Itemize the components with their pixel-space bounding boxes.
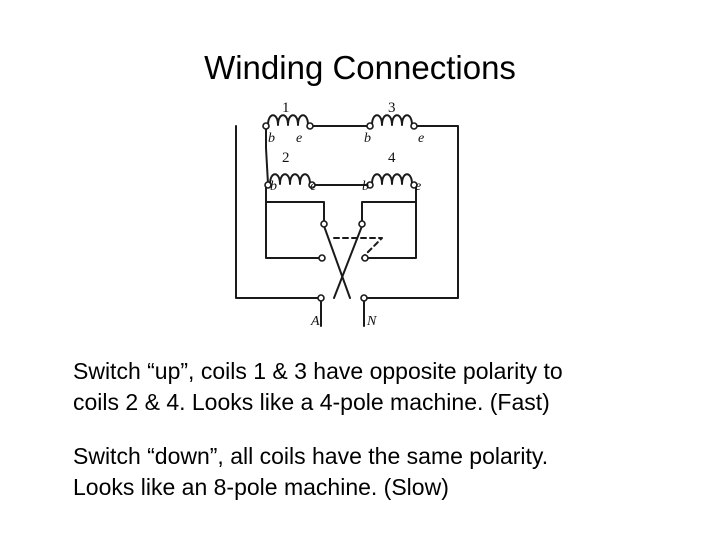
switch-contact-bottom-left bbox=[317, 294, 325, 302]
terminal-coil-1-b bbox=[262, 122, 270, 130]
coil-1-e-label: e bbox=[296, 131, 302, 146]
switch-up-line-2: coils 2 & 4. Looks like a 4-pole machine… bbox=[73, 389, 550, 415]
winding-schematic: 1 3 2 4 b e b e b e b e A N bbox=[235, 100, 459, 329]
coil-4-e-label: e bbox=[415, 179, 421, 194]
coil-1-winding bbox=[267, 114, 309, 126]
coil-2-e-label: e bbox=[310, 179, 316, 194]
slide-title: Winding Connections bbox=[204, 49, 516, 86]
terminal-coil-2-b bbox=[264, 181, 272, 189]
switch-down-description: Switch “down”, all coils have the same p… bbox=[73, 441, 703, 503]
terminal-coil-2-e bbox=[308, 181, 316, 189]
coil-1-b-label: b bbox=[268, 131, 275, 146]
coil-4-b-label: b bbox=[362, 179, 369, 194]
wire-4e-to-switch bbox=[361, 186, 417, 225]
coil-3-e-label: e bbox=[418, 131, 424, 146]
coil-2-b-label: b bbox=[270, 179, 277, 194]
switch-dashed-link bbox=[333, 237, 383, 259]
switch-blade-left bbox=[323, 225, 351, 299]
switch-blade-right bbox=[333, 225, 363, 299]
wire-switch-right bbox=[364, 201, 417, 259]
coil-4-number: 4 bbox=[388, 150, 396, 166]
outer-loop-wire bbox=[235, 125, 459, 299]
coil-2-number: 2 bbox=[282, 150, 290, 166]
switch-up-line-1: Switch “up”, coils 1 & 3 have opposite p… bbox=[73, 358, 563, 384]
wire-1b-to-2b bbox=[265, 127, 269, 185]
terminal-n-label: N bbox=[366, 314, 377, 329]
switch-down-line-2: Looks like an 8-pole machine. (Slow) bbox=[73, 474, 449, 500]
wire-switch-left bbox=[265, 201, 323, 259]
wire-2b-to-switch bbox=[265, 186, 325, 225]
switch-contact-top-right bbox=[358, 220, 366, 228]
switch-contact-mid-left bbox=[318, 254, 326, 262]
coil-2-winding bbox=[269, 173, 311, 185]
terminal-coil-4-e bbox=[410, 181, 418, 189]
switch-contact-mid-right bbox=[361, 254, 369, 262]
terminal-a-label: A bbox=[310, 314, 320, 329]
terminal-coil-1-e bbox=[306, 122, 314, 130]
coil-4-winding bbox=[371, 173, 413, 185]
coil-3-b-label: b bbox=[364, 131, 371, 146]
switch-contact-bottom-right bbox=[360, 294, 368, 302]
winding-diagram: 1 3 2 4 b e b e b e b e A N bbox=[222, 90, 478, 330]
switch-down-line-1: Switch “down”, all coils have the same p… bbox=[73, 443, 549, 469]
terminal-coil-3-e bbox=[410, 122, 418, 130]
coil-3-winding bbox=[371, 114, 413, 126]
switch-up-description: Switch “up”, coils 1 & 3 have opposite p… bbox=[73, 356, 703, 418]
switch-contact-top-left bbox=[320, 220, 328, 228]
coil-1-number: 1 bbox=[282, 100, 290, 116]
coil-3-number: 3 bbox=[388, 100, 396, 116]
terminal-coil-4-b bbox=[366, 181, 374, 189]
terminal-coil-3-b bbox=[366, 122, 374, 130]
